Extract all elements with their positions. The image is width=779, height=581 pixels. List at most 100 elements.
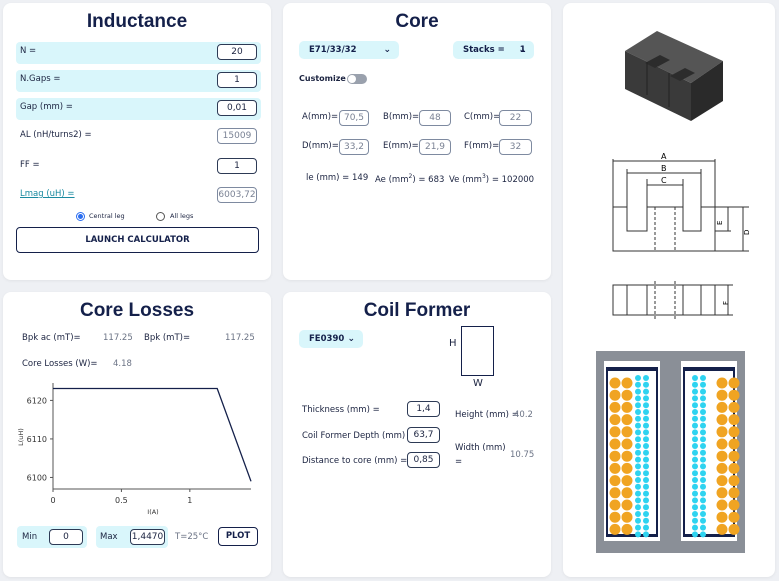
winding-turn (700, 375, 706, 381)
winding-turn (621, 487, 633, 499)
winding-turn (692, 463, 698, 470)
winding-turn (716, 523, 728, 535)
winding-turn (643, 449, 649, 456)
ngaps-row (16, 70, 261, 92)
winding-turn (635, 415, 641, 422)
series-line (53, 387, 252, 482)
winding-turn (609, 426, 621, 438)
winding-turn (716, 499, 728, 511)
ae-readout: Ae (mm2) = 683 (375, 173, 445, 185)
thickness-input[interactable]: 1,4 (407, 401, 440, 417)
dim-e-text: E (716, 221, 724, 225)
lmag-label[interactable]: Lmag (uH) = (20, 189, 75, 199)
winding-turn (621, 377, 633, 389)
winding-turn (700, 456, 706, 463)
gap-input[interactable]: 0,01 (217, 100, 257, 116)
winding-turn (700, 381, 706, 388)
customize-label: Customize (299, 74, 346, 83)
coil-former-title: Coil Former (363, 300, 471, 321)
winding-turn (643, 422, 649, 429)
winding-turn (643, 497, 649, 504)
dim-b-value: 48 (419, 110, 451, 126)
stacks-select[interactable]: Stacks = 1 ⌄ (453, 41, 534, 59)
core-select[interactable]: E71/33/32 ⌄ (299, 41, 399, 59)
y-axis-label: L(uH) (17, 428, 25, 446)
plot-button[interactable]: PLOT (218, 527, 258, 546)
winding-turn (621, 414, 633, 426)
x-tick-label: 0 (50, 496, 55, 505)
winding-turn (728, 401, 740, 413)
winding-turn (692, 511, 698, 517)
winding-turn (716, 426, 728, 438)
depth-input[interactable]: 63,7 (407, 427, 440, 443)
winding-turn (716, 438, 728, 450)
winding-turn (643, 443, 649, 449)
winding-turn (692, 429, 698, 436)
distance-input[interactable]: 0,85 (407, 452, 440, 468)
temperature-label: T=25°C (175, 532, 209, 542)
al-label: AL (nH/turns2) = (20, 130, 92, 140)
winding-turn (700, 449, 706, 456)
winding-turn (728, 438, 740, 450)
dim-e-label: E(mm)= (383, 141, 419, 151)
dim-f-value: 32 (499, 139, 532, 155)
chevron-down-icon: ⌄ (518, 45, 526, 55)
e-core-3d-image (625, 31, 723, 121)
winding-turn (621, 511, 633, 523)
winding-turn (635, 429, 641, 436)
launch-calculator-button[interactable]: LAUNCH CALCULATOR (16, 227, 259, 253)
radio-all-legs[interactable] (156, 212, 165, 221)
winding-turn (643, 375, 649, 381)
former-select[interactable]: FE0390 ⌄ (299, 330, 363, 348)
winding-turn (609, 438, 621, 450)
winding-turn (700, 531, 706, 538)
e-core-dimension-drawing: A B C E D (612, 152, 751, 252)
winding-turn (692, 524, 698, 531)
width-label: Width (mm) (455, 443, 506, 453)
radio-central-leg[interactable] (76, 212, 85, 221)
winding-turn (728, 426, 740, 438)
winding-turn (643, 415, 649, 422)
winding-turn (643, 517, 649, 524)
chevron-down-icon: ⌄ (347, 334, 355, 344)
winding-turn (700, 443, 706, 449)
lmag-value: 6003,72 (217, 187, 257, 203)
winding-turn (728, 475, 740, 487)
winding-turn (643, 470, 649, 477)
core-title: Core (395, 11, 439, 32)
e-core-side-drawing: F (612, 281, 733, 319)
min-input[interactable]: 0 (49, 529, 83, 545)
winding-turn (716, 462, 728, 474)
winding-turn (635, 463, 641, 470)
y-tick-label: 6100 (27, 473, 47, 482)
depth-label: Coil Former Depth (mm) = (302, 431, 416, 441)
bpk-ac-label: Bpk ac (mT)= (22, 333, 81, 343)
customize-toggle[interactable] (347, 74, 367, 84)
winding-turn (635, 381, 641, 388)
winding-turn (635, 443, 641, 449)
winding-turn (692, 409, 698, 415)
winding-turn (692, 456, 698, 463)
n-row (16, 42, 261, 64)
dim-c-text: C (661, 176, 667, 185)
ff-input[interactable]: 1 (217, 158, 257, 174)
winding-turn (635, 524, 641, 531)
x-tick-label: 1 (187, 496, 192, 505)
winding-turn (700, 483, 706, 490)
former-select-value: FE0390 (309, 334, 345, 344)
core-card: Core E71/33/32 ⌄ Stacks = 1 ⌄ Customize … (283, 3, 551, 280)
winding-turn (635, 497, 641, 504)
max-input[interactable]: 1,4470 (130, 529, 165, 545)
winding-turn (700, 409, 706, 415)
al-value: 15009 (217, 128, 257, 144)
winding-turn (643, 436, 649, 443)
winding-turn (728, 511, 740, 523)
n-input[interactable]: 20 (217, 44, 257, 60)
winding-turn (692, 402, 698, 409)
core-losses-value: 4.18 (113, 359, 132, 369)
ngaps-input[interactable]: 1 (217, 72, 257, 88)
winding-turn (692, 388, 698, 395)
winding-turn (716, 389, 728, 401)
winding-turn (643, 381, 649, 388)
